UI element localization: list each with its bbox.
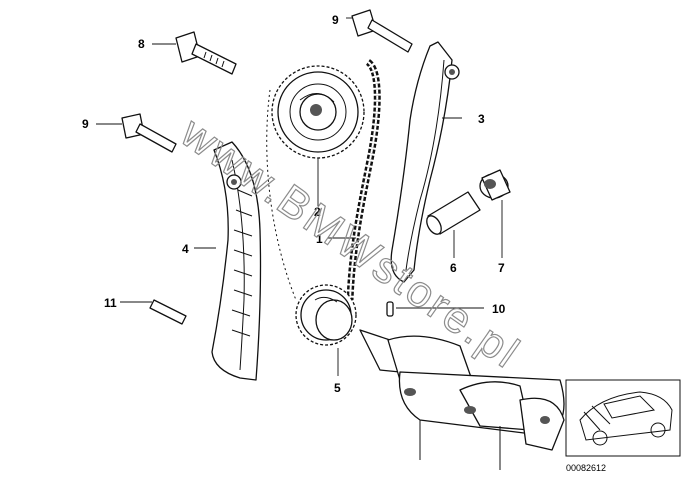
vehicle-thumbnail: [565, 379, 681, 457]
callout-7: 7: [498, 261, 505, 275]
callout-9-left: 9: [82, 117, 89, 131]
callout-2: 2: [314, 205, 321, 219]
tensioner-piston: [426, 191, 481, 235]
callout-labels: 8 9 9 3 4 2 1 6 7 11 10 5: [82, 13, 506, 395]
callout-6: 6: [450, 261, 457, 275]
document-number: 00082612: [566, 463, 606, 473]
callout-9-upper: 9: [332, 13, 339, 27]
leader-lines: [96, 17, 503, 376]
guide-rail: [211, 141, 262, 381]
tensioner-rail: [390, 41, 460, 283]
dowel-pin-11: [149, 299, 187, 325]
crankshaft-sprocket: [295, 284, 357, 346]
callout-4: 4: [182, 242, 189, 256]
camshaft-sprocket: [271, 65, 365, 159]
timing-chain: [266, 59, 381, 301]
callout-10: 10: [492, 302, 506, 316]
callout-1: 1: [316, 232, 323, 246]
callout-5: 5: [334, 381, 341, 395]
crankshaft: [359, 329, 565, 470]
bolt-8: [175, 31, 237, 75]
screw-plug: [479, 169, 511, 201]
callout-3: 3: [478, 112, 485, 126]
callout-8: 8: [138, 37, 145, 51]
pin-10: [386, 301, 394, 317]
bolt-9-left: [121, 113, 177, 153]
bolt-9-upper: [351, 9, 413, 53]
callout-11: 11: [104, 296, 117, 310]
